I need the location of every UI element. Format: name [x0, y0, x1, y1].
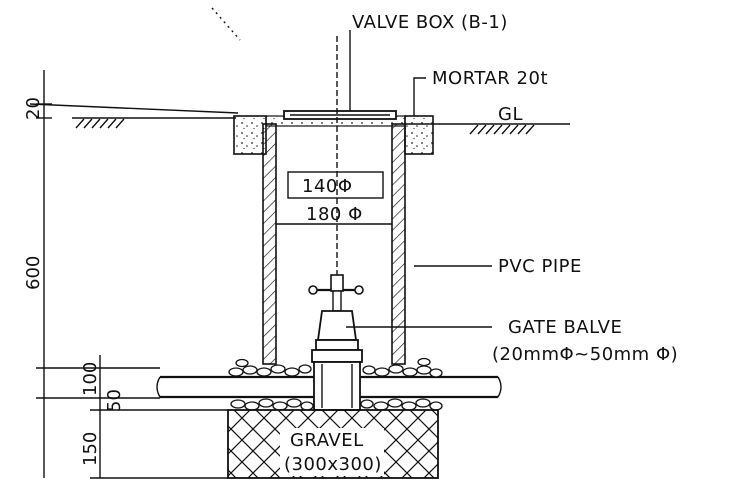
gate-valve-label-line2: (20mmΦ~50mm Φ) [492, 344, 678, 365]
main-pipe [156, 375, 502, 399]
inner-diameter-label: 140Φ [302, 176, 353, 197]
gate-valve [308, 274, 364, 411]
pvc-pipe-label: PVC PIPE [498, 256, 582, 277]
gravel-label-line2: (300x300) [284, 454, 382, 475]
valve-box-lid [283, 110, 397, 120]
leader-lines [211, 7, 492, 328]
ground-line-left [29, 103, 239, 129]
dimension-600: 600 [23, 256, 44, 290]
dimension-150: 150 [80, 432, 101, 466]
vertical-dimension-line [36, 70, 228, 479]
dimension-20: 20 [23, 97, 44, 120]
gl-label: GL [498, 104, 523, 125]
mortar-collar [233, 115, 434, 155]
gravel-foundation [227, 409, 439, 479]
dimension-100: 100 [80, 362, 101, 396]
gravel-stones-top [228, 357, 443, 378]
gate-valve-label-line1: GATE BALVE [508, 317, 622, 338]
inner-diameter-box [287, 171, 384, 199]
pvc-pipe-walls [262, 123, 406, 365]
gravel-stones-bottom [230, 398, 443, 411]
valve-box-label: VALVE BOX (B-1) [352, 12, 508, 33]
gravel-label-line1: GRAVEL [290, 430, 364, 451]
dimension-50: 50 [104, 389, 125, 412]
mortar-label: MORTAR 20t [432, 68, 548, 89]
outer-diameter-label: 180 Φ [306, 204, 363, 225]
